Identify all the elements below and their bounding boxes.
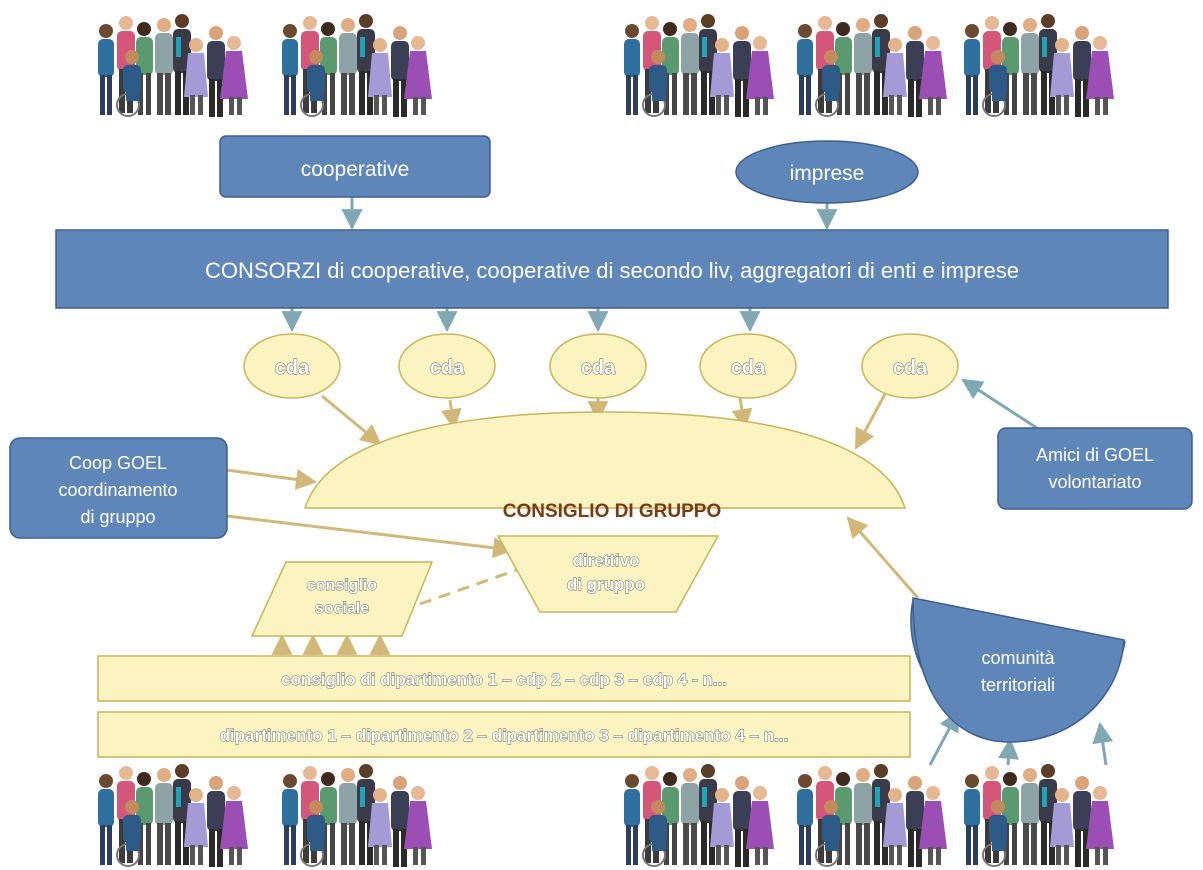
crowd-of-people-icon	[97, 763, 1115, 868]
node-comunita-line-2: territoriali	[981, 675, 1055, 695]
node-dipartimenti-label: dipartimento 1 – dipartimento 2 – dipart…	[220, 726, 789, 745]
arrow-amici-cda-5	[961, 378, 1041, 432]
arrow-coop-goel-direttivo	[226, 514, 515, 559]
dashed-link-sociale-direttivo	[419, 564, 529, 606]
node-consiglio-sociale-line-1: consiglio	[307, 577, 377, 594]
node-amici-goel-line-2: volontariato	[1048, 472, 1141, 492]
node-dipartimenti	[97, 711, 911, 758]
arrow-coop-goel-consiglio	[226, 468, 318, 490]
node-cda-1	[243, 333, 341, 399]
node-consiglio-gruppo-label: CONSIGLIO DI GRUPPO	[503, 501, 722, 522]
node-consiglio-gruppo	[303, 411, 907, 509]
arrow-cda-1-consiglio	[321, 394, 382, 446]
node-imprese-label: imprese	[790, 162, 865, 185]
arrows-teal	[281, 197, 1114, 766]
crowd-of-people-icon	[97, 13, 1115, 118]
node-coop-goel-line-2: coordinamento	[58, 480, 177, 500]
node-coop-goel	[9, 437, 228, 539]
node-cda-2-label: cda	[430, 357, 465, 379]
node-consiglio-dipartimento	[97, 655, 911, 702]
node-cda-1-label: cda	[275, 357, 310, 379]
arrow-people-comunita-2	[998, 737, 1019, 766]
arrow-people-comunita-3	[1092, 721, 1114, 766]
node-amici-goel-line-1: Amici di GOEL	[1036, 445, 1154, 465]
cda-group: cda cda cda cda cda	[243, 333, 959, 399]
node-consorzi	[55, 229, 1169, 309]
node-direttivo-line-2: di gruppo	[567, 575, 645, 594]
node-direttivo-line-1: direttivo	[572, 551, 639, 570]
node-cda-5-label: cda	[893, 357, 928, 379]
node-comunita-line-1: comunità	[981, 648, 1055, 668]
node-cda-4	[699, 333, 797, 399]
node-cda-3-label: cda	[581, 357, 616, 379]
node-consorzi-label: CONSORZI di cooperative, cooperative di …	[205, 258, 1019, 283]
node-cda-4-label: cda	[731, 357, 766, 379]
arrow-cda-5-consiglio	[854, 393, 887, 450]
node-direttivo	[496, 535, 720, 613]
node-consiglio-sociale-line-2: sociale	[315, 600, 369, 617]
node-comunita-shape	[912, 597, 1125, 743]
node-consiglio-dipartimento-label: consiglio di dipartimento 1 – cdp 2 – cd…	[281, 670, 727, 689]
arrow-comunita-consiglio	[846, 516, 920, 599]
node-coop-goel-line-3: di gruppo	[80, 507, 155, 527]
node-cda-3	[549, 333, 647, 399]
node-cda-5	[861, 333, 959, 399]
node-cda-2	[398, 333, 496, 399]
node-amici-goel	[997, 427, 1193, 510]
node-cooperative-label: cooperative	[301, 158, 410, 181]
node-cooperative	[219, 135, 491, 198]
node-consiglio-sociale	[250, 561, 434, 637]
node-coop-goel-line-1: Coop GOEL	[69, 453, 167, 473]
node-imprese	[735, 140, 919, 204]
